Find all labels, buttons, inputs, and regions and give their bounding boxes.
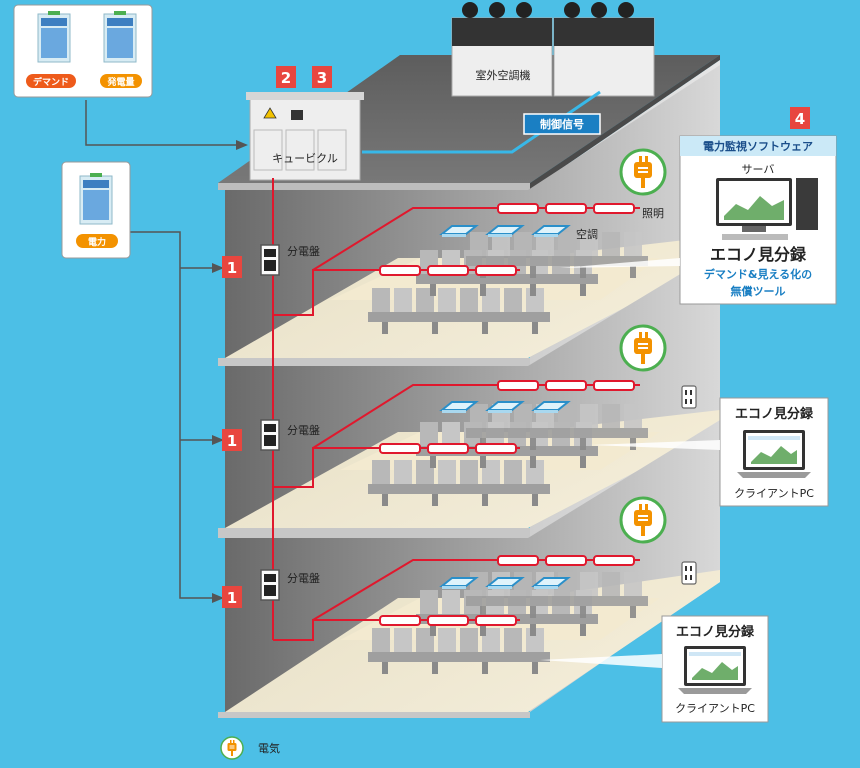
generation-label: 発電量 — [106, 76, 134, 88]
badge-1-floor-2: 1 — [222, 429, 242, 451]
panel-icon — [260, 419, 280, 451]
control-signal-badge — [523, 113, 601, 135]
panel-label-3: 分電盤 — [287, 245, 320, 258]
svg-text:1: 1 — [227, 589, 237, 607]
lights-floor-1-front — [379, 615, 517, 626]
svg-text:1: 1 — [227, 432, 237, 450]
lights-floor-1 — [497, 555, 635, 566]
badge-1-floor-3: 1 — [222, 256, 242, 278]
svg-text:4: 4 — [795, 110, 805, 128]
svg-text:1: 1 — [227, 259, 237, 277]
badge-3: 3 — [312, 66, 332, 88]
server-label: サーバ — [742, 163, 775, 176]
lights-floor-2-front — [379, 443, 517, 454]
plug-icon — [619, 496, 667, 544]
svg-text:3: 3 — [317, 69, 327, 87]
panel-label-2: 分電盤 — [287, 424, 320, 437]
badge-4: 4 — [790, 107, 810, 129]
floor-2 — [218, 250, 720, 538]
client-label-floor-1: クライアントPC — [675, 702, 755, 715]
aircon-label: 空調 — [576, 227, 598, 241]
client-product-floor-1: エコノ見分録 — [676, 624, 755, 640]
demand-label: デマンド — [33, 76, 69, 88]
connector-lines — [85, 100, 248, 603]
panel-label-1: 分電盤 — [287, 572, 320, 585]
software-product: エコノ見分録 — [710, 245, 807, 264]
software-panel — [679, 135, 837, 305]
cubicle-unit — [246, 92, 364, 181]
software-tagline-2: 無償ツール — [731, 284, 786, 298]
client-label-floor-2: クライアントPC — [734, 487, 814, 500]
legend-plug-icon — [220, 736, 244, 760]
control-signal-label: 制御信号 — [540, 117, 584, 131]
cubicle-label: キュービクル — [272, 152, 338, 165]
badge-2: 2 — [276, 66, 296, 88]
control-signal-line — [362, 90, 601, 154]
outdoor-ac-units — [451, 2, 655, 97]
meter-box-demand — [13, 4, 153, 98]
lights-floor-2 — [497, 380, 635, 391]
power-label: 電力 — [88, 236, 106, 248]
software-callout — [560, 258, 680, 268]
badge-1-floor-1: 1 — [222, 586, 242, 608]
panel-icon — [260, 244, 280, 276]
panel-icon — [260, 569, 280, 601]
lighting-label: 照明 — [642, 207, 664, 220]
client-pc-panel-floor-2 — [590, 397, 829, 507]
lights-floor-3 — [497, 203, 635, 214]
svg-text:2: 2 — [281, 69, 291, 87]
plug-icon — [619, 324, 667, 372]
client-product-floor-2: エコノ見分録 — [735, 406, 814, 422]
software-header: 電力監視ソフトウェア — [703, 139, 813, 153]
client-pc-panel-floor-1 — [540, 615, 769, 723]
outlet-icon — [681, 561, 697, 585]
outlet-icon — [681, 385, 697, 409]
meter-box-power — [61, 161, 131, 259]
plug-icon — [619, 148, 667, 196]
outdoor-ac-label: 室外空調機 — [476, 68, 531, 82]
lights-floor-3-front — [379, 265, 517, 276]
software-tagline-1: デマンド&見える化の — [704, 267, 812, 281]
legend-electricity: 電気 — [258, 741, 280, 755]
